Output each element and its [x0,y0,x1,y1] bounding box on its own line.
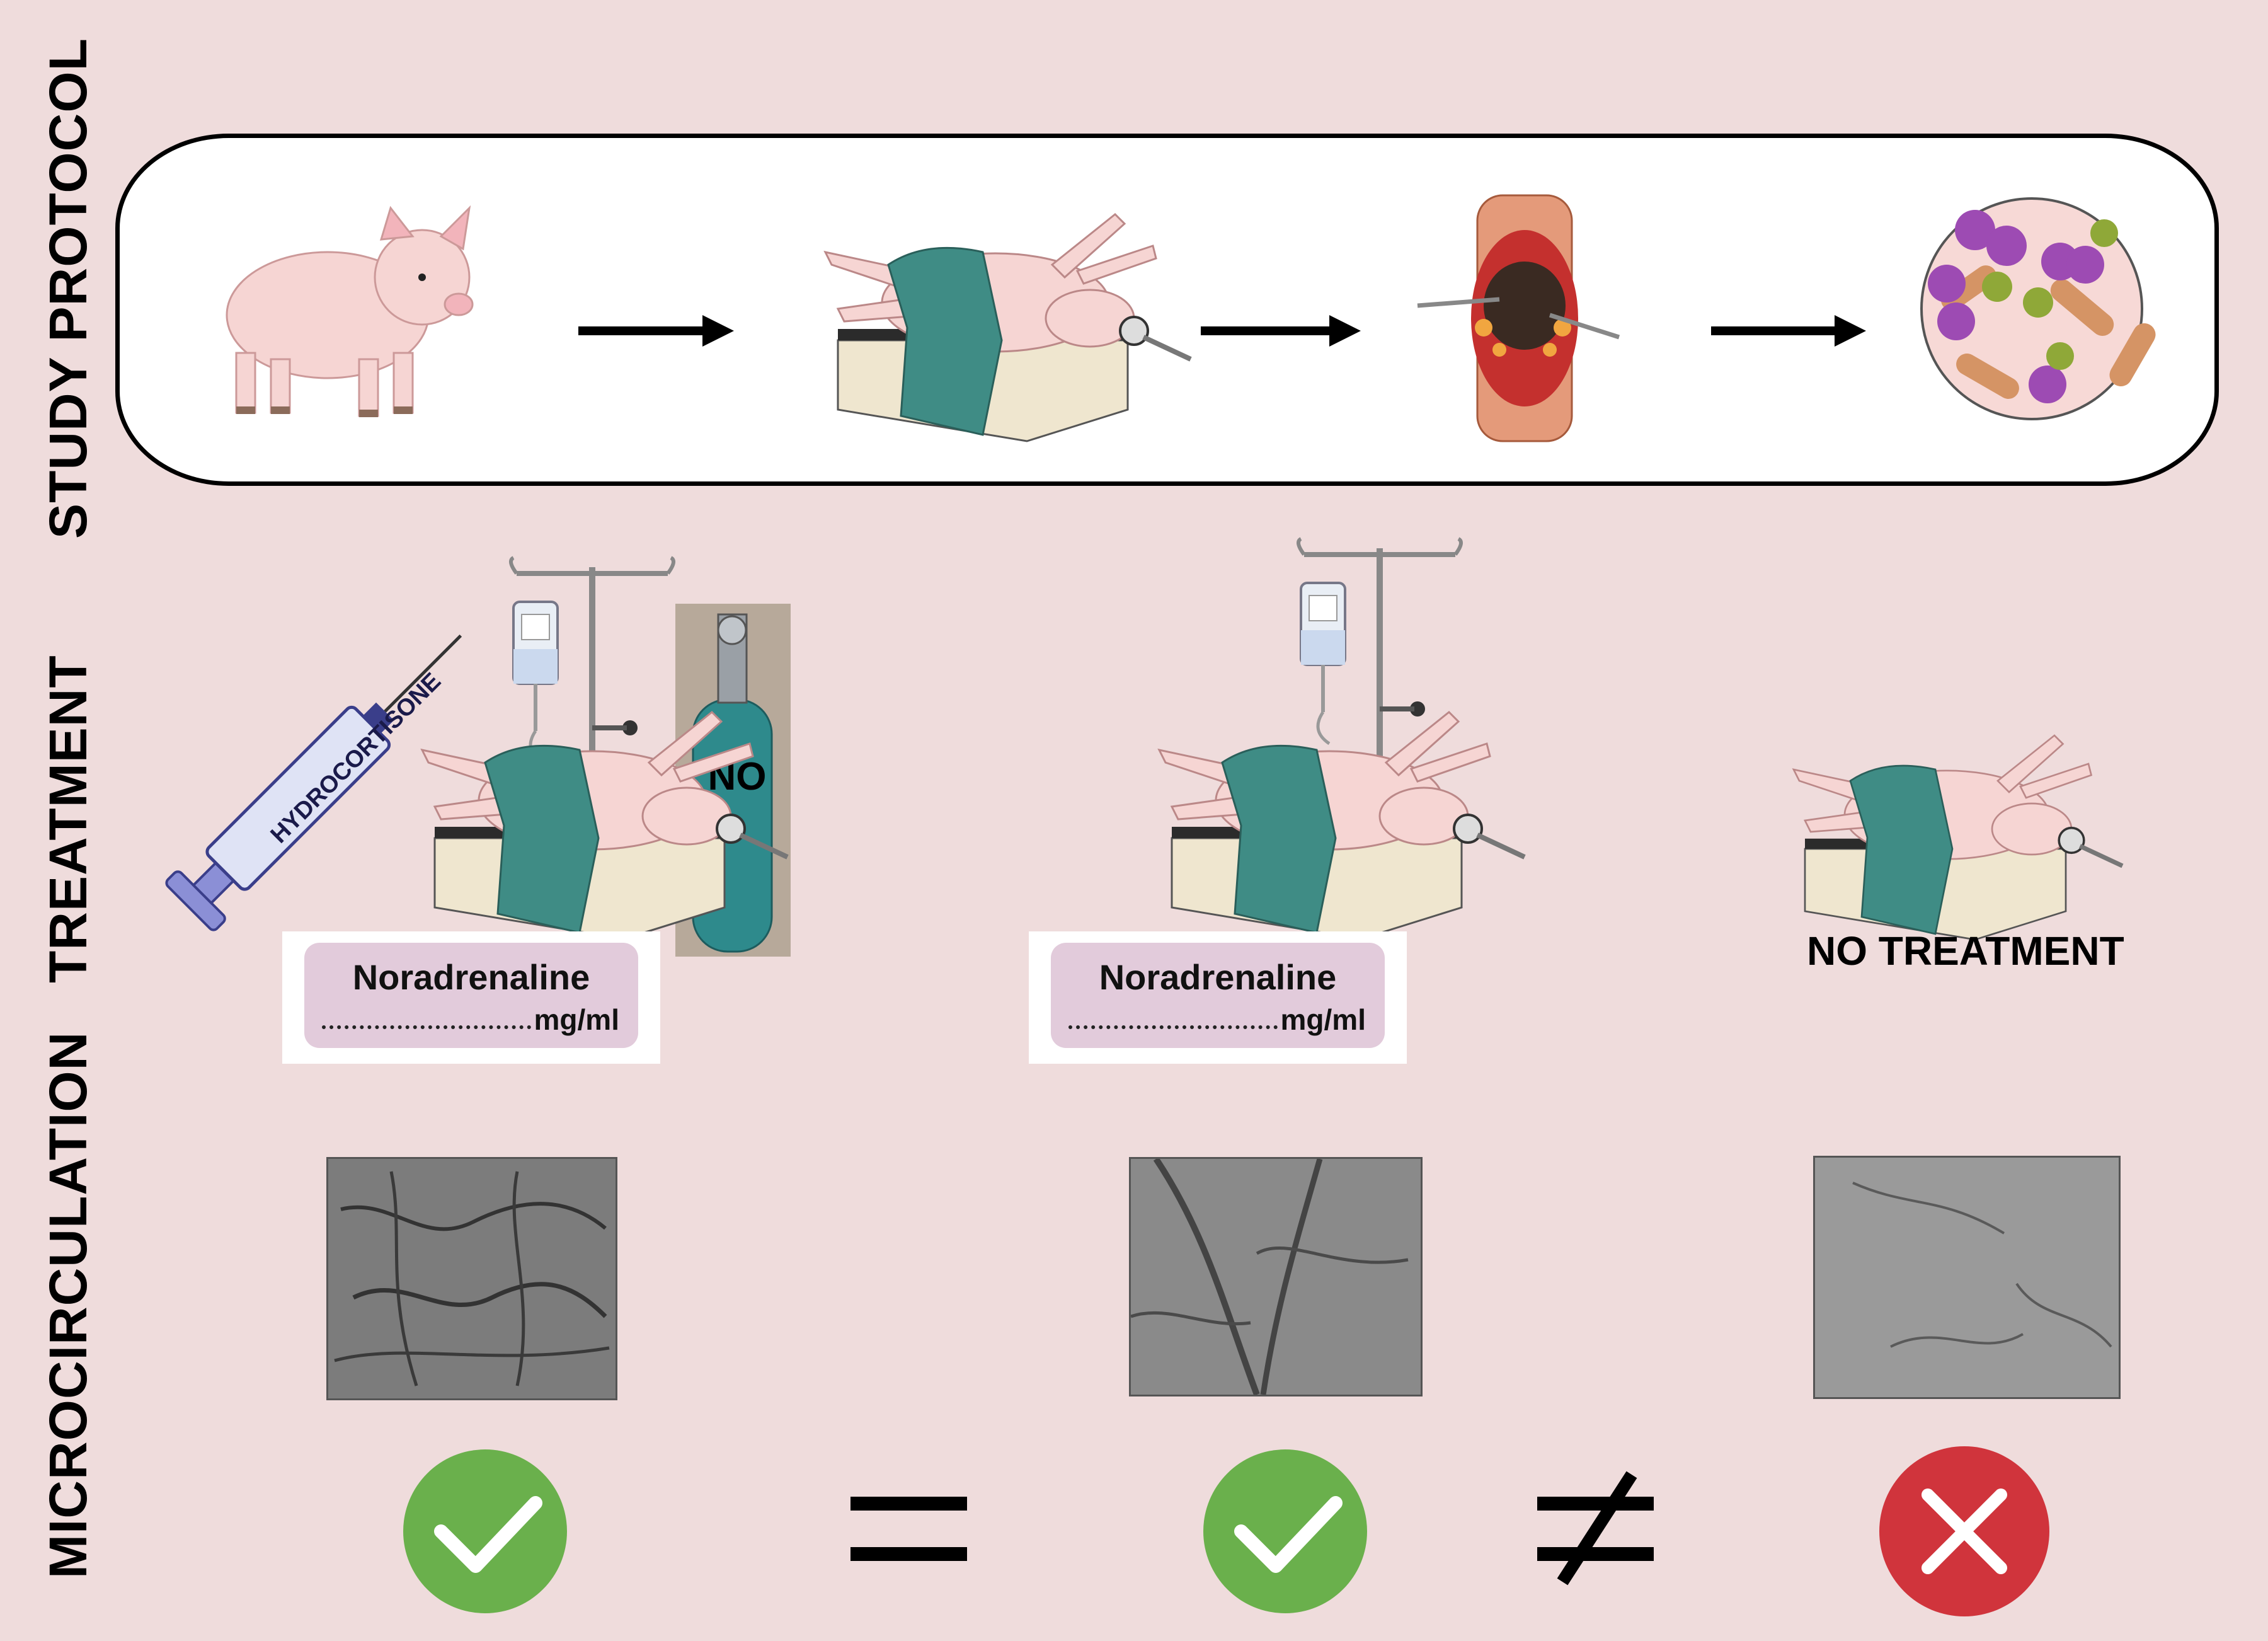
noradrenaline-title: Noradrenaline [1099,957,1337,997]
check-icon [1203,1449,1367,1613]
noradrenaline-title: Noradrenaline [352,957,590,997]
anesthetized-pig-icon [825,214,1191,441]
bacteria-icon [1920,197,2156,420]
microcirculation-image [1813,1156,2121,1399]
arrow-icon [1711,315,1866,347]
dose-blank [322,1025,531,1029]
noradrenaline-card: Noradrenaline mg/ml [1029,931,1407,1064]
noradrenaline-unit: mg/ml [534,1003,619,1036]
syringe-icon [165,634,462,931]
arrow-icon [578,315,734,347]
noradrenaline-card: Noradrenaline mg/ml [282,931,660,1064]
noradrenaline-label: Noradrenaline mg/ml [1051,943,1385,1048]
check-icon [403,1449,567,1613]
treated-pig-icon [1159,712,1525,939]
microcirculation-image [326,1157,617,1400]
no-treatment-label: NO TREATMENT [1807,928,2124,974]
dose-blank [1068,1025,1278,1029]
arrow-icon [1201,315,1361,347]
syringe-label: HYDROCORTISONE [266,668,446,848]
untreated-pig-icon [1794,735,2122,940]
cross-icon [1879,1446,2049,1616]
equals-icon [850,1497,967,1561]
pig-icon [226,205,474,417]
microcirculation-image [1129,1157,1423,1396]
noradrenaline-unit: mg/ml [1280,1003,1366,1036]
abdominal-surgery-icon [1417,194,1620,442]
not-equal-icon [1537,1471,1654,1586]
noradrenaline-label: Noradrenaline mg/ml [304,943,638,1048]
